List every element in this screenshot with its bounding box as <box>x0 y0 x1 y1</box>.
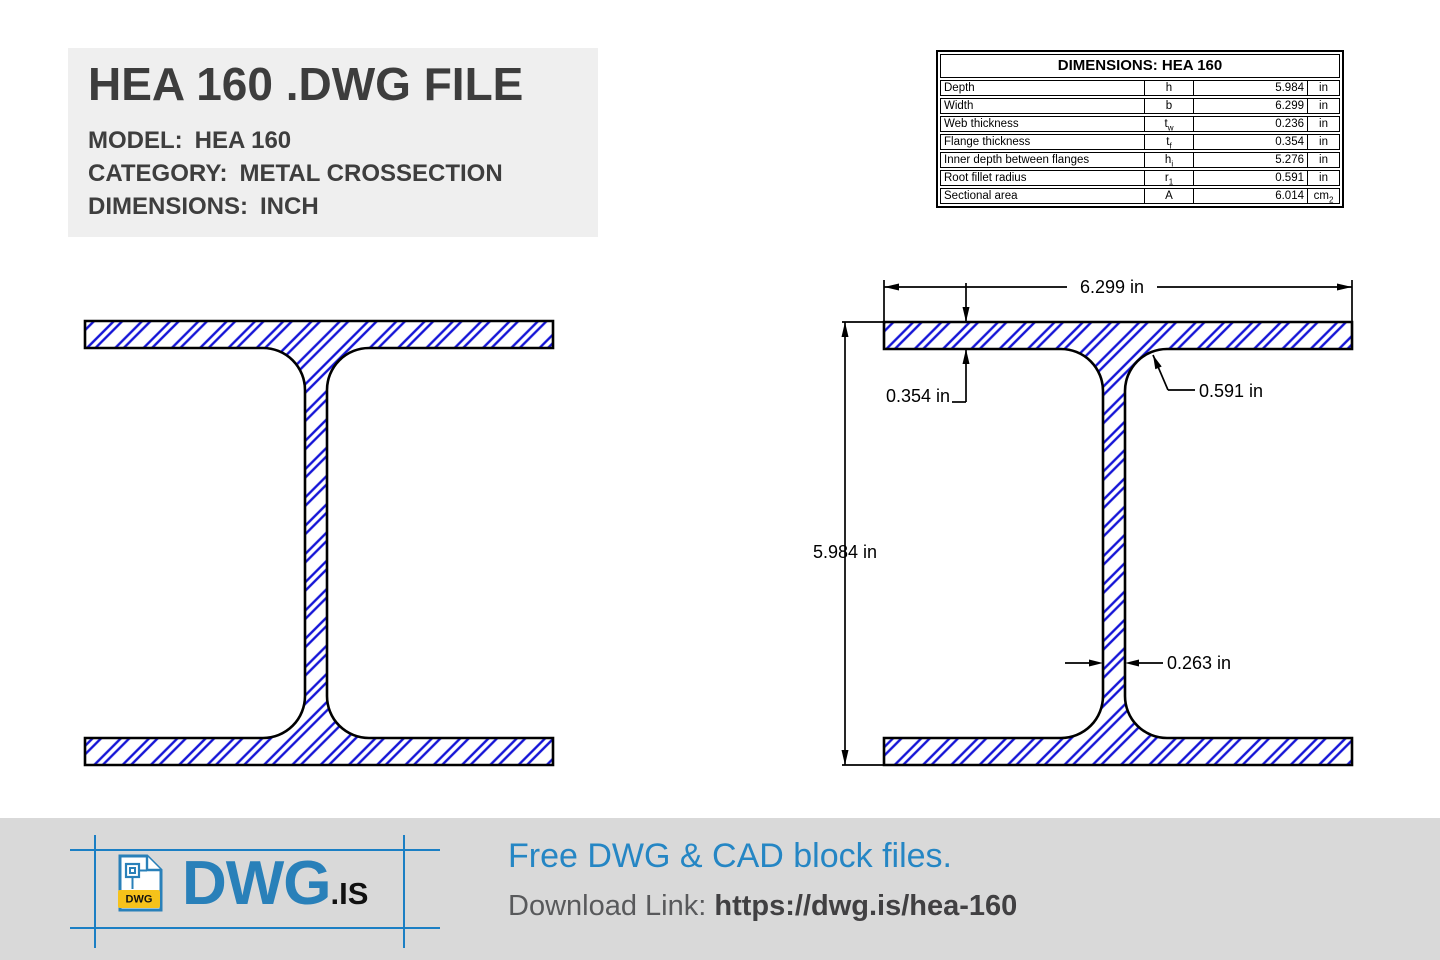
download-line: Download Link: https://dwg.is/hea-160 <box>508 886 1017 926</box>
row-value: 0.236 <box>1193 117 1307 131</box>
row-name: Depth <box>944 82 975 94</box>
row-symbol: tf <box>1144 135 1193 150</box>
table-row: Depth h 5.984 in <box>940 80 1340 96</box>
row-name: Root fillet radius <box>944 172 1027 184</box>
row-value: 0.354 <box>1193 135 1307 149</box>
flange-thickness-label: 0.354 in <box>886 386 950 406</box>
row-unit: in <box>1307 135 1339 149</box>
row-value: 6.299 <box>1193 99 1307 113</box>
dimensions-table-title: DIMENSIONS: HEA 160 <box>940 54 1340 78</box>
fillet-radius-label: 0.591 in <box>1199 381 1263 401</box>
category-label: CATEGORY: <box>88 160 228 187</box>
ibeam-outline <box>882 320 1354 767</box>
width-dimension-label: 6.299 in <box>1080 277 1144 297</box>
cross-section-plain <box>83 318 557 773</box>
dimensions-table: DIMENSIONS: HEA 160 Depth h 5.984 in Wid… <box>936 50 1344 208</box>
dimensions-value: INCH <box>260 193 319 220</box>
row-symbol: b <box>1144 99 1193 113</box>
table-row: Width b 6.299 in <box>940 98 1340 114</box>
model-label: MODEL: <box>88 127 183 154</box>
ibeam-outline <box>83 319 555 767</box>
row-name: Web thickness <box>944 118 1019 130</box>
dimensions-line: DIMENSIONS: INCH <box>68 190 598 223</box>
dwg-logo[interactable]: DWG.IS <box>182 841 368 937</box>
row-value: 6.014 <box>1193 189 1307 203</box>
download-url[interactable]: https://dwg.is/hea-160 <box>714 890 1018 922</box>
row-symbol: r1 <box>1144 171 1193 186</box>
depth-dimension-label: 5.984 in <box>813 542 877 562</box>
category-value: METAL CROSSECTION <box>239 160 503 187</box>
row-value: 5.276 <box>1193 153 1307 167</box>
footer: DWG DWG.IS Free DWG & CAD block files. D… <box>0 818 1440 960</box>
row-symbol: h <box>1144 81 1193 95</box>
file-icon-label: DWG <box>126 894 153 906</box>
logo-suffix: .IS <box>330 876 369 911</box>
row-value: 5.984 <box>1193 81 1307 95</box>
web-thickness-label: 0.263 in <box>1167 653 1231 673</box>
row-unit: cm2 <box>1307 189 1339 204</box>
cross-section-dimensioned: 6.299 in 5.984 in 0.354 in <box>795 265 1390 785</box>
fillet-radius-leader <box>1152 354 1195 391</box>
row-unit: in <box>1307 117 1339 131</box>
row-symbol: tw <box>1144 117 1193 132</box>
row-name: Width <box>944 100 974 112</box>
row-name: Flange thickness <box>944 136 1031 148</box>
model-value: HEA 160 <box>194 127 292 154</box>
crosshair-line <box>70 849 440 851</box>
crosshair-line <box>94 835 96 948</box>
page-title: HEA 160 .DWG FILE <box>88 58 524 110</box>
category-line: CATEGORY: METAL CROSSECTION <box>68 157 598 190</box>
download-label: Download Link: <box>508 890 707 922</box>
model-line: MODEL: HEA 160 <box>68 124 598 157</box>
crosshair-line <box>70 927 440 929</box>
row-value: 0.591 <box>1193 171 1307 185</box>
dimensions-label: DIMENSIONS: <box>88 193 249 220</box>
table-row: Root fillet radius r1 0.591 in <box>940 170 1340 186</box>
dwg-file-icon[interactable]: DWG <box>116 853 166 918</box>
table-row: Inner depth between flanges hi 5.276 in <box>940 152 1340 168</box>
crosshair-line <box>403 835 405 948</box>
row-name: Inner depth between flanges <box>944 154 1090 166</box>
row-name: Sectional area <box>944 190 1018 202</box>
row-unit: in <box>1307 171 1339 185</box>
row-unit: in <box>1307 99 1339 113</box>
depth-dimension <box>842 321 884 766</box>
row-unit: in <box>1307 81 1339 95</box>
table-row: Web thickness tw 0.236 in <box>940 116 1340 132</box>
title-block: HEA 160 .DWG FILE MODEL: HEA 160 CATEGORY… <box>68 48 598 237</box>
logo-text: DWG <box>182 849 332 918</box>
footer-tagline: Free DWG & CAD block files. <box>508 837 952 875</box>
row-symbol: A <box>1144 189 1193 203</box>
table-row: Flange thickness tf 0.354 in <box>940 134 1340 150</box>
row-symbol: hi <box>1144 153 1193 168</box>
table-row: Sectional area A 6.014 cm2 <box>940 188 1340 204</box>
row-unit: in <box>1307 153 1339 167</box>
